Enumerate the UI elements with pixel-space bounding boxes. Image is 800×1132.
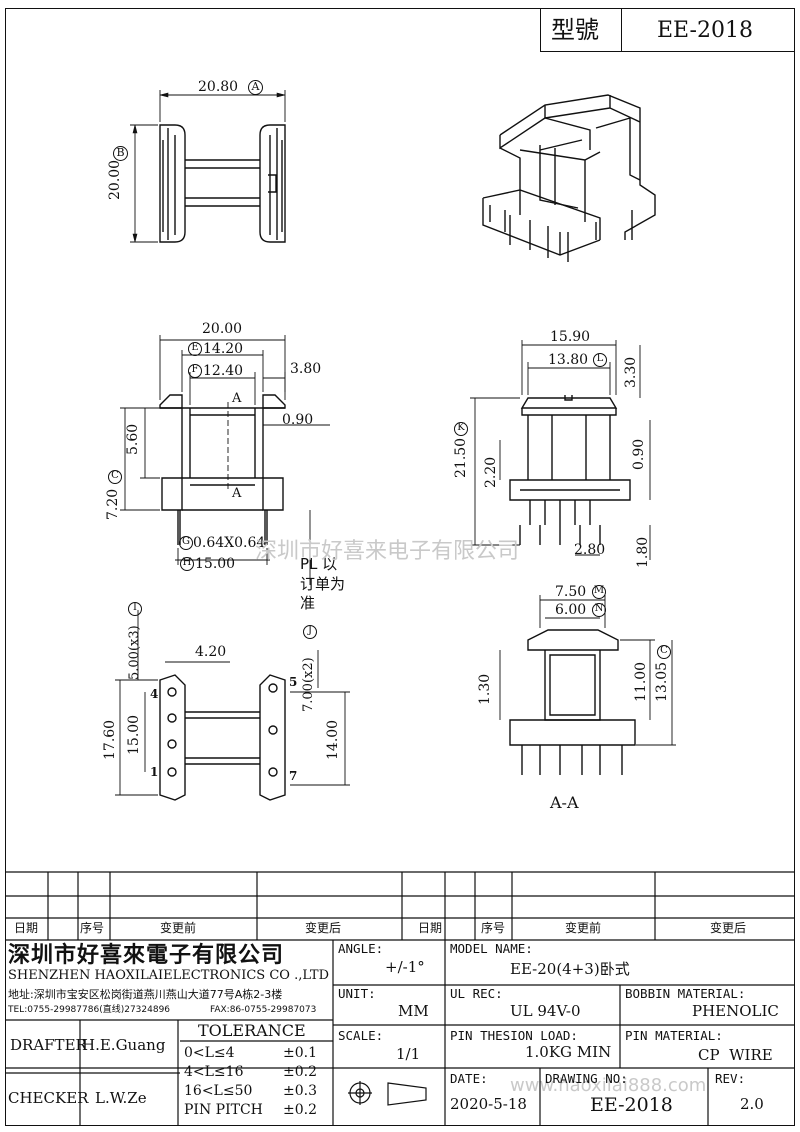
drafter-value: H.E.Guang [82, 1036, 166, 1054]
dim-bot-pitch-tag: I [128, 602, 142, 616]
dim-front-h2-tag: C [108, 470, 122, 484]
dim-front-span-tag: H [180, 557, 194, 571]
model-name-label: MODEL NAME: [450, 941, 533, 956]
checker-label: CHECKER [8, 1089, 89, 1107]
pin-load-value: 1.0KG MIN [525, 1043, 612, 1061]
drawing-no-value: EE-2018 [590, 1094, 673, 1116]
section-mark-top: A [232, 391, 242, 406]
rev-before-header: 变更前 [160, 921, 197, 935]
pin-material-label: PIN MATERIAL: [625, 1028, 723, 1043]
dim-bot-pitch2-tag: J [303, 625, 317, 639]
rev-seq-header-2: 序号 [481, 921, 506, 935]
dim-top-height-tag: B [113, 146, 128, 161]
rev-date-header: 日期 [14, 921, 39, 935]
rev-label: REV: [715, 1071, 746, 1086]
rev-value: 2.0 [740, 1095, 764, 1113]
company-tel: TEL:0755-29987786(直线)27324896 [8, 1005, 171, 1015]
dim-side-w2: 13.80 [548, 352, 589, 368]
section-label: A-A [550, 793, 579, 812]
pin-material-value: CP WIRE [698, 1046, 773, 1064]
dim-side-pitch: 2.80 [574, 542, 606, 558]
date-value: 2020-5-18 [450, 1095, 527, 1113]
company-name-cn: 深圳市好喜來電子有限公司 [8, 942, 285, 968]
pin-7-label: 7 [289, 769, 298, 783]
dim-front-pin-tag: G [179, 536, 193, 550]
front-view [120, 335, 330, 585]
watermark-text: 深圳市好喜来电子有限公司 [255, 539, 520, 564]
ul-rec-value: UL 94V-0 [510, 1002, 581, 1020]
dim-top-width: 20.80 [198, 79, 239, 95]
drawing-no-label: DRAWING NO: [545, 1071, 628, 1086]
tol-range-1: 4<L≤16 [184, 1064, 244, 1080]
model-label: 型號 [551, 16, 599, 44]
pin-4-label: 4 [150, 687, 159, 701]
dim-side-w2-tag: L [593, 353, 607, 367]
dim-side-w1: 15.90 [550, 329, 591, 345]
dim-front-slot: 0.90 [282, 412, 314, 428]
side-view [470, 340, 651, 560]
dim-front-f: 12.40 [203, 363, 244, 379]
dim-bot-offset: 4.20 [195, 644, 227, 660]
company-address: 地址:深圳市宝安区松岗街道燕川燕山大道77号A栋2-3楼 [8, 988, 283, 1001]
drafter-label: DRAFTER [10, 1036, 87, 1054]
bobbin-label: BOBBIN MATERIAL: [625, 986, 746, 1001]
dim-front-pin: 0.64X0.64 [193, 535, 266, 551]
dim-front-f-tag: F [188, 364, 202, 378]
model-name-value: EE-20(4+3)卧式 [510, 960, 630, 978]
dim-sec-w2-tag: N [592, 603, 606, 617]
rev-seq-header: 序号 [80, 921, 105, 935]
rev-after-header: 变更后 [305, 921, 342, 935]
rev-before-header-2: 变更前 [565, 921, 602, 935]
top-view [130, 90, 286, 243]
dim-front-e-tag: E [188, 342, 202, 356]
scale-label: SCALE: [338, 1028, 384, 1043]
dim-front-e: 14.20 [203, 341, 244, 357]
dim-front-span: 15.00 [195, 556, 236, 572]
technical-drawing [115, 90, 676, 801]
unit-value: MM [398, 1002, 429, 1020]
bottom-view [115, 610, 350, 801]
unit-label: UNIT: [338, 986, 376, 1001]
company-name-en: SHENZHEN HAOXILAIELECTRONICS CO .,LTD [8, 968, 330, 983]
model-header: 型號 EE-2018 [540, 8, 795, 52]
dim-sec-h3-tag: C [657, 645, 671, 659]
tol-value-2: ±0.3 [283, 1083, 317, 1099]
pin-5-label: 5 [289, 675, 298, 689]
angle-value: +/-1° [385, 958, 425, 976]
dim-front-flange: 3.80 [290, 361, 322, 377]
section-view [499, 595, 676, 775]
model-value: EE-2018 [657, 18, 753, 43]
date-label: DATE: [450, 1071, 488, 1086]
dim-sec-w1: 7.50 [555, 584, 587, 600]
tolerance-title: TOLERANCE [198, 1021, 306, 1040]
rev-after-header-2: 变更后 [710, 921, 747, 935]
section-mark-bottom: A [232, 486, 242, 501]
pin-1-label: 1 [150, 765, 159, 779]
watermark-url: www.haoxilai888.com [510, 1075, 707, 1096]
pin-load-label: PIN THESION LOAD: [450, 1028, 578, 1043]
company-fax: FAX:86-0755-29987073 [210, 1005, 317, 1015]
scale-value: 1/1 [396, 1045, 421, 1063]
dim-sec-w1-tag: M [592, 585, 606, 599]
dim-top-width-tag: A [248, 80, 263, 95]
tol-value-1: ±0.2 [283, 1064, 317, 1080]
dim-side-h-tag: K [454, 422, 468, 436]
tol-value-3: ±0.2 [283, 1102, 317, 1118]
dim-front-width: 20.00 [202, 321, 243, 337]
tol-value-0: ±0.1 [283, 1045, 317, 1061]
drawing-frame [5, 8, 795, 1126]
isometric-view [482, 94, 656, 262]
dim-sec-w2: 6.00 [555, 602, 587, 618]
bobbin-value: PHENOLIC [692, 1002, 779, 1020]
tol-range-0: 0<L≤4 [184, 1045, 235, 1061]
tol-range-2: 16<L≤50 [184, 1083, 253, 1099]
checker-value: L.W.Ze [95, 1089, 147, 1107]
ul-rec-label: UL REC: [450, 986, 503, 1001]
angle-label: ANGLE: [338, 941, 384, 956]
pl-note: PL 以订单为准 [300, 555, 346, 612]
rev-date-header-2: 日期 [418, 921, 443, 935]
tol-range-3: PIN PITCH [184, 1102, 263, 1118]
